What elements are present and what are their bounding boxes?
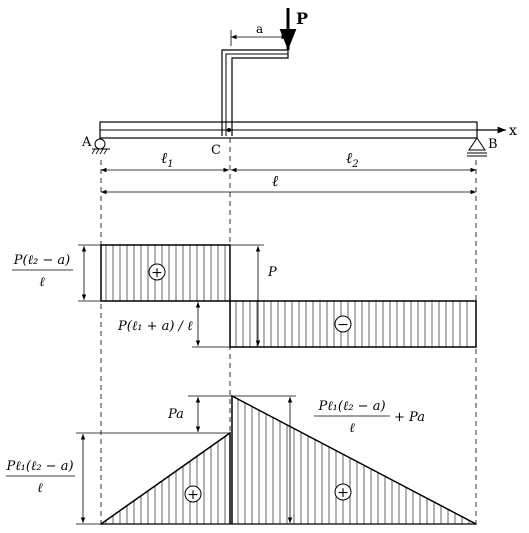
shear-right-sign: − <box>337 317 349 333</box>
moment-right-outline <box>231 394 477 525</box>
shear-left-value-num: P(ℓ₂ − a) <box>13 253 70 268</box>
beam-schematic: P a x A B C ℓ1 ℓ2 <box>81 8 517 195</box>
bracket-inner <box>225 53 288 136</box>
support-a <box>91 138 110 155</box>
moment-left-sign-circle <box>184 485 202 503</box>
moment-right-peak-num: Pℓ₁(ℓ₂ − a) <box>317 399 385 414</box>
offset-label: a <box>256 22 263 36</box>
moment-left-peak-num: Pℓ₁(ℓ₂ − a) <box>5 459 73 474</box>
shear-right-value: P(ℓ₁ + a) / ℓ <box>117 319 193 334</box>
bracket-outer <box>221 49 289 136</box>
moment-right-sign-circle <box>334 483 352 501</box>
shear-right-sign-circle <box>334 315 352 333</box>
moment-right-peak-den: ℓ <box>349 421 355 436</box>
shear-left-sign-circle <box>148 263 166 281</box>
moment-jump-label: Pa <box>167 407 184 422</box>
total-label: ℓ <box>272 172 278 190</box>
x-axis-label: x <box>509 123 517 139</box>
shear-left-hatch <box>105 245 226 301</box>
span2-label: ℓ2 <box>346 149 359 170</box>
shear-left-block <box>100 244 231 302</box>
moment-left-outline <box>100 431 231 525</box>
shear-left-value-den: ℓ <box>39 275 45 290</box>
moment-right-peak-suffix: + Pa <box>394 410 425 425</box>
support-b-label: B <box>488 137 498 152</box>
support-a-label: A <box>81 135 92 150</box>
shear-right-hatch <box>235 301 468 347</box>
shear-jump-label: P <box>267 265 277 280</box>
moment-left-sign: + <box>187 487 199 503</box>
moment-right-sign: + <box>337 485 349 501</box>
moment-left-peak-den: ℓ <box>37 481 43 496</box>
pin-c <box>227 128 231 132</box>
moment-right-hatch <box>237 399 470 524</box>
span1-label: ℓ1 <box>161 149 174 170</box>
shear-left-sign: + <box>151 265 163 281</box>
support-b <box>467 137 487 157</box>
shear-diagram: + − P(ℓ₂ − a) ℓ P P(ℓ₁ + a) / ℓ <box>12 244 477 348</box>
moment-diagram: + + Pa Pℓ₁(ℓ₂ − a) ℓ + Pa Pℓ₁(ℓ₂ − a) ℓ <box>5 394 477 525</box>
point-c-label: C <box>211 143 221 158</box>
load-label: P <box>296 9 308 28</box>
